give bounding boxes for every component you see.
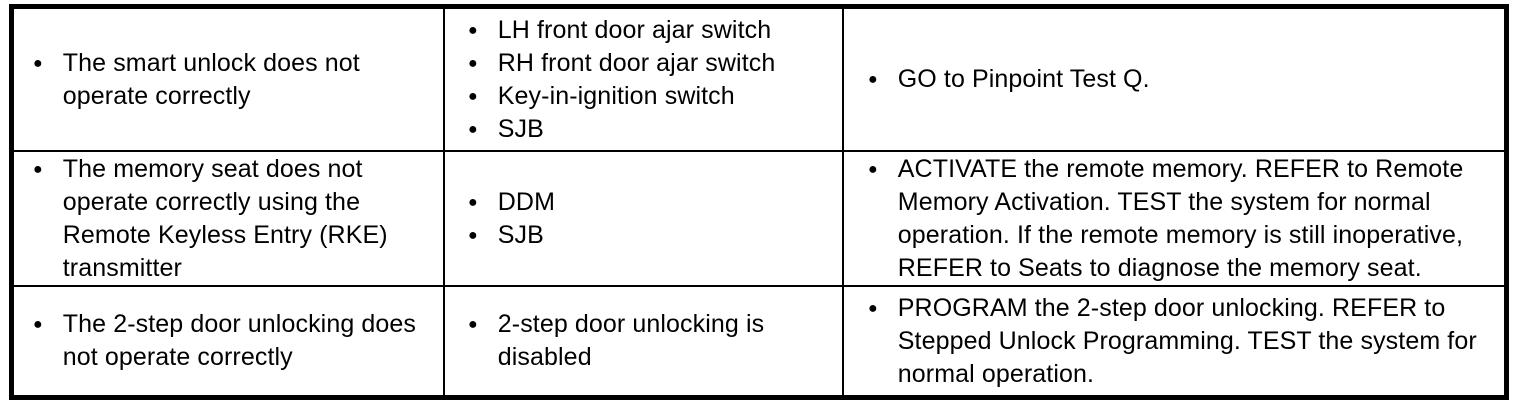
action-text: ACTIVATE the remote memory. REFER to Rem… xyxy=(897,154,1464,282)
condition-cell: ● The smart unlock does not operate corr… xyxy=(14,9,445,152)
bullet-icon: ● xyxy=(468,87,478,105)
bullet-icon: ● xyxy=(468,316,478,333)
list-item: ● DDM xyxy=(468,186,555,219)
action-cell: ● ACTIVATE the remote memory. REFER to R… xyxy=(844,152,1504,287)
bullet-icon: ● xyxy=(468,54,478,72)
list-item: ● SJB xyxy=(468,113,775,146)
list-item: ● The 2-step door unlocking does not ope… xyxy=(33,308,428,374)
list-item: ● ACTIVATE the remote memory. REFER to R… xyxy=(868,153,1493,285)
bullet-icon: ● xyxy=(33,54,43,72)
source-text: 2-step door unlocking is disabled xyxy=(497,310,765,371)
action-cell: ● GO to Pinpoint Test Q. xyxy=(844,9,1504,152)
possible-sources-cell: ● 2-step door unlocking is disabled xyxy=(445,287,844,395)
list-item: ● LH front door ajar switch xyxy=(468,14,775,47)
list-item: ● SJB xyxy=(468,219,555,252)
condition-list: ● The smart unlock does not operate corr… xyxy=(33,47,428,113)
possible-sources-list: ● DDM ● SJB xyxy=(468,186,555,252)
list-item: ● 2-step door unlocking is disabled xyxy=(468,308,788,374)
condition-text: The smart unlock does not operate correc… xyxy=(62,48,360,110)
list-item: ● The memory seat does not operate corre… xyxy=(33,153,428,285)
condition-text: The 2-step door unlocking does not opera… xyxy=(62,310,416,371)
list-item: ● PROGRAM the 2-step door unlocking. REF… xyxy=(868,292,1493,391)
bullet-icon: ● xyxy=(868,299,878,317)
possible-sources-cell: ● DDM ● SJB xyxy=(445,152,844,287)
list-item: ● GO to Pinpoint Test Q. xyxy=(868,63,1150,96)
possible-sources-list: ● LH front door ajar switch ● RH front d… xyxy=(468,14,775,146)
bullet-icon: ● xyxy=(468,226,478,244)
list-item: ● The smart unlock does not operate corr… xyxy=(33,47,428,113)
source-text: LH front door ajar switch xyxy=(497,15,772,44)
condition-text: The memory seat does not operate correct… xyxy=(62,154,388,282)
diagnostic-symptom-table: ● The smart unlock does not operate corr… xyxy=(9,4,1509,400)
source-text: DDM xyxy=(497,187,555,216)
condition-cell: ● The memory seat does not operate corre… xyxy=(14,152,445,287)
bullet-icon: ● xyxy=(868,71,878,88)
bullet-icon: ● xyxy=(468,120,478,138)
action-list: ● ACTIVATE the remote memory. REFER to R… xyxy=(868,153,1493,285)
source-text: SJB xyxy=(497,114,544,143)
bullet-icon: ● xyxy=(33,160,43,178)
bullet-icon: ● xyxy=(868,160,878,178)
list-item: ● Key-in-ignition switch xyxy=(468,80,775,113)
action-list: ● GO to Pinpoint Test Q. xyxy=(868,63,1150,96)
action-cell: ● PROGRAM the 2-step door unlocking. REF… xyxy=(844,287,1504,395)
bullet-icon: ● xyxy=(468,21,478,39)
bullet-icon: ● xyxy=(33,316,43,333)
condition-list: ● The memory seat does not operate corre… xyxy=(33,153,428,285)
condition-list: ● The 2-step door unlocking does not ope… xyxy=(33,308,428,374)
condition-cell: ● The 2-step door unlocking does not ope… xyxy=(14,287,445,395)
bullet-icon: ● xyxy=(468,193,478,211)
list-item: ● RH front door ajar switch xyxy=(468,47,775,80)
source-text: Key-in-ignition switch xyxy=(497,81,735,110)
source-text: SJB xyxy=(497,220,544,249)
action-text: GO to Pinpoint Test Q. xyxy=(897,65,1150,93)
action-list: ● PROGRAM the 2-step door unlocking. REF… xyxy=(868,292,1493,391)
possible-sources-list: ● 2-step door unlocking is disabled xyxy=(468,308,788,374)
possible-sources-cell: ● LH front door ajar switch ● RH front d… xyxy=(445,9,844,152)
action-text: PROGRAM the 2-step door unlocking. REFER… xyxy=(897,293,1477,388)
source-text: RH front door ajar switch xyxy=(497,48,776,77)
